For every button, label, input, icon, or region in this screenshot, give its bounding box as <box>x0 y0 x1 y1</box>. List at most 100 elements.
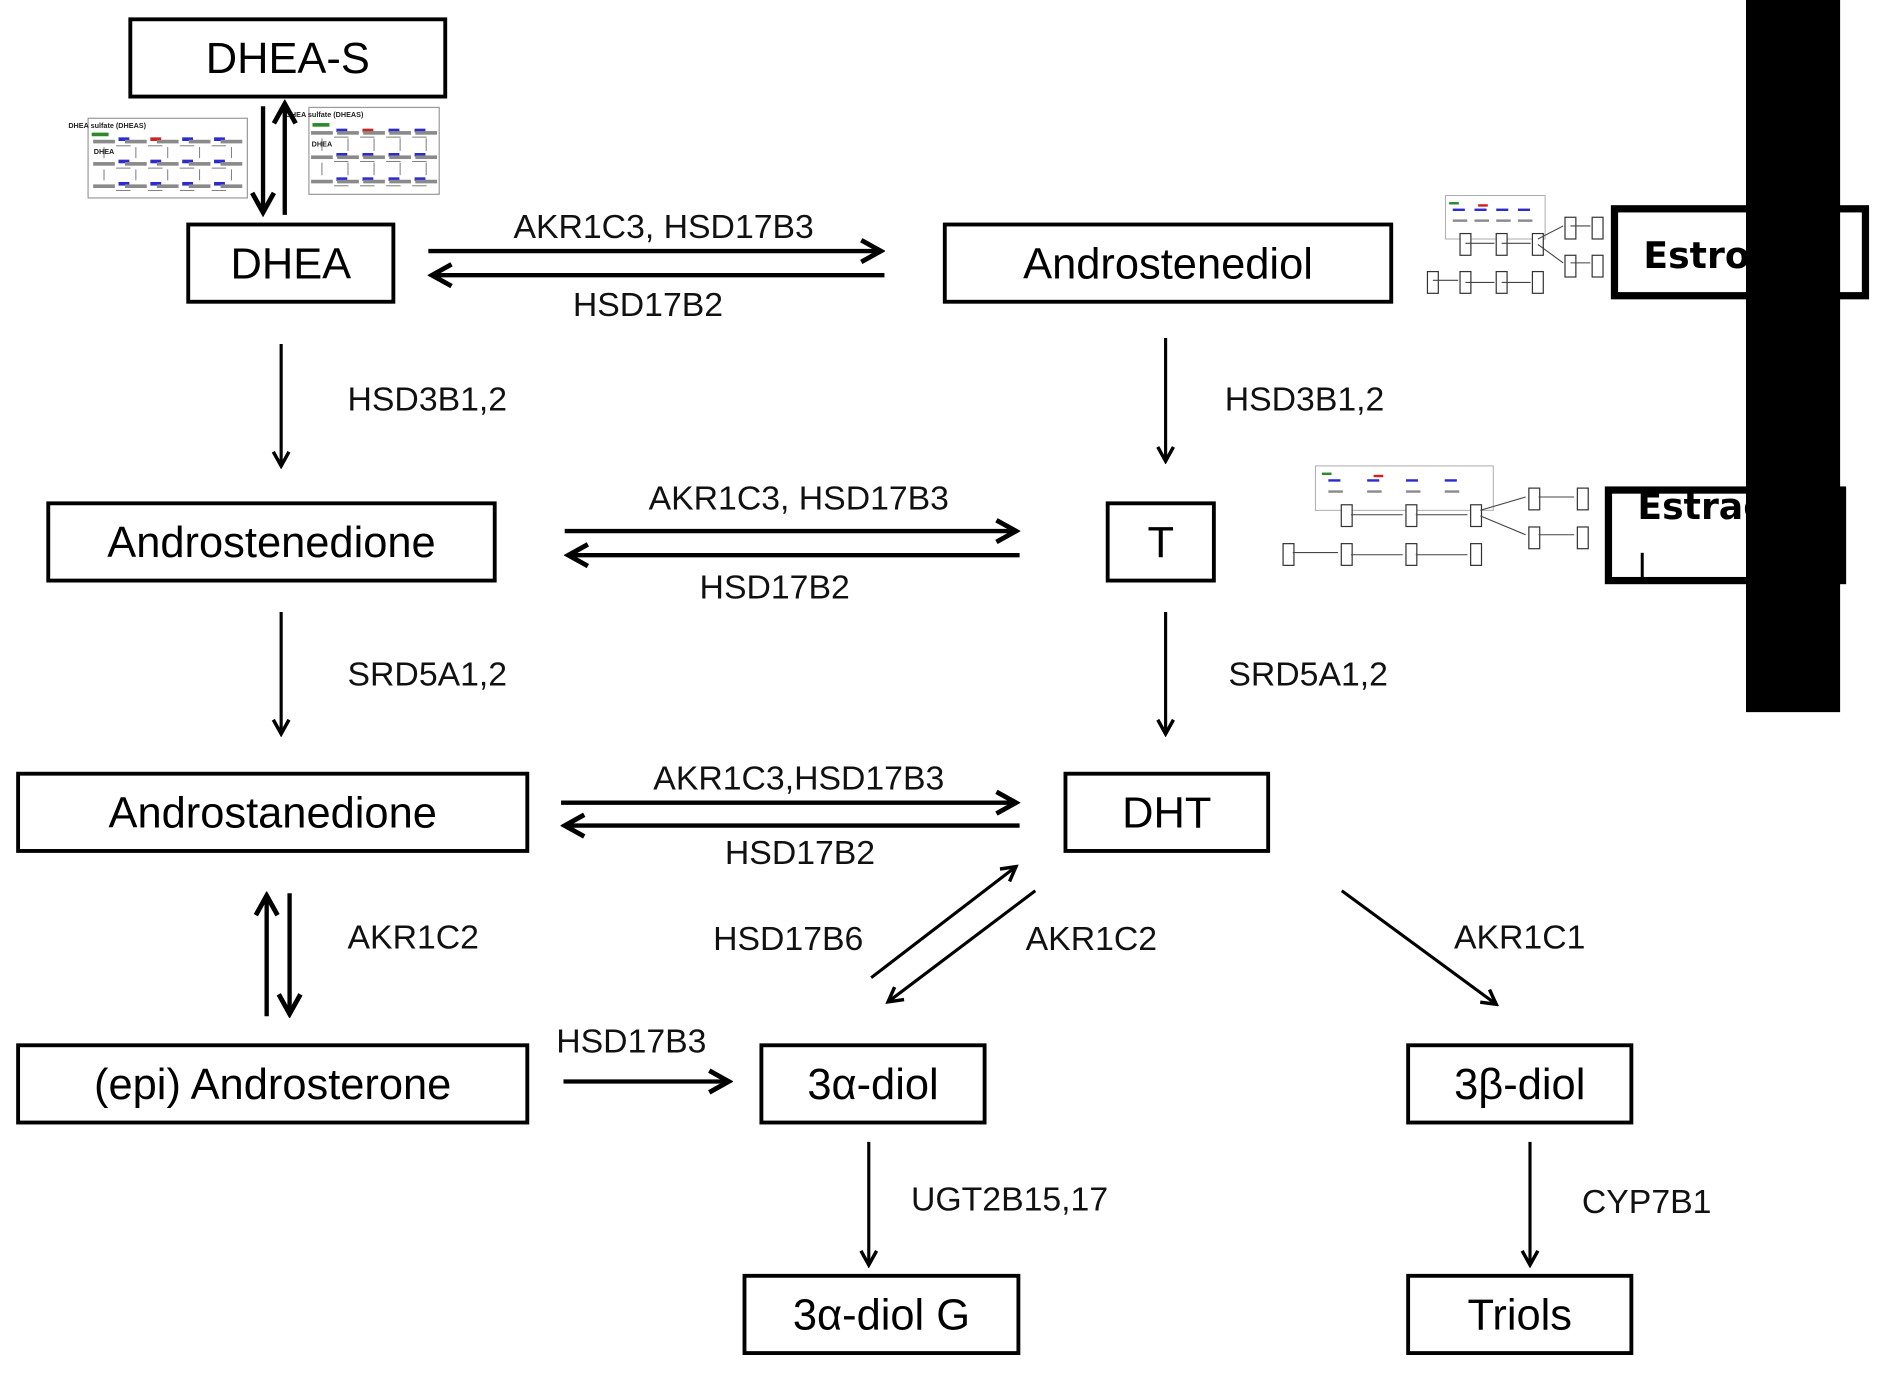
thumbnail-enzyme-bar <box>414 177 426 181</box>
thumbnail-enzyme-bar <box>150 137 162 141</box>
thumbnail-enzyme-bar <box>414 128 426 133</box>
node-diol3a: 3α-diol <box>759 1043 987 1125</box>
thumbnail-text-bar <box>1367 490 1382 493</box>
node-box <box>942 222 1394 304</box>
thumbnail-enzyme-bar <box>388 153 400 157</box>
thumbnail-text-bar <box>156 162 179 166</box>
thumbnail-enzyme-bar <box>182 181 194 186</box>
thumbnail-enzyme-bar <box>388 128 400 133</box>
node-epi-androsterone: (epi) Androsterone <box>16 1043 530 1125</box>
thumbnail-sulfo-bar <box>1449 202 1459 205</box>
node-box <box>186 222 396 304</box>
node-label: 3β-diol <box>1454 1061 1585 1109</box>
node-label: DHEA-S <box>206 35 370 83</box>
thumbnail-node-box <box>1576 526 1589 550</box>
enzyme-label-t-to-dht: SRD5A1,2 <box>1228 656 1388 694</box>
thumbnail-node-box <box>1576 487 1589 511</box>
thumbnail-node-box <box>1528 526 1541 550</box>
node-androstenediol: Androstenediol <box>942 222 1394 304</box>
enzyme-label-diol3a-to-glucuronide: UGT2B15,17 <box>911 1181 1108 1219</box>
thumbnail-pathway-left: DHEA sulfate (DHEAS)DHEA <box>68 117 248 199</box>
node-box <box>1105 501 1216 583</box>
node-diol3a-g: 3α-diol G <box>742 1273 1021 1355</box>
thumbnail-text-bar <box>311 179 333 184</box>
enzyme-label-androstanedione-androsterone: AKR1C2 <box>348 919 479 957</box>
thumbnail-cyp-bar <box>1373 474 1384 478</box>
node-dhea: DHEA <box>186 222 396 304</box>
thumbnail-enzyme-bar <box>1474 208 1487 211</box>
thumbnail-rotated-pathway-lower <box>1282 465 1589 566</box>
thumbnail-text-bar <box>415 179 438 184</box>
enzyme-label-androstenediol-to-t: HSD3B1,2 <box>1225 380 1385 418</box>
thumbnail-node-box <box>1495 232 1508 256</box>
thumbnail-text-bar <box>156 184 179 189</box>
thumbnail-text-bar <box>125 139 147 144</box>
thumbnail-pathway-right: DHEA sulfate (DHEAS)DHEA <box>286 106 440 195</box>
thumbnail-text-bar <box>1452 219 1468 222</box>
thumbnail-arrow <box>1480 515 1526 536</box>
node-box <box>16 1043 530 1125</box>
thumbnail-node-box <box>1340 543 1353 566</box>
thumbnail-node-box <box>1340 504 1353 528</box>
enzyme-label-androsterone-to-diol3a: HSD17B3 <box>556 1023 706 1061</box>
thumbnail-enzyme-bar <box>118 159 130 164</box>
thumbnail-header-frame <box>1445 195 1546 240</box>
thumbnail-node-box <box>1591 216 1604 240</box>
thumbnail-text-bar <box>125 184 147 189</box>
thumbnail-text-bar <box>1517 219 1533 222</box>
node-label: Androstenediol <box>1023 240 1313 288</box>
thumbnail-text-bar <box>93 139 115 144</box>
thumbnail-enzyme-bar <box>1452 208 1465 211</box>
thumbnail-enzyme-bar <box>150 181 162 186</box>
thumbnail-enzyme-bar <box>362 153 374 157</box>
node-dheas: DHEA-S <box>128 17 448 99</box>
node-triols: Triols <box>1406 1273 1634 1355</box>
thumbnail-text-bar <box>337 131 359 135</box>
thumbnail-text-bar <box>220 162 243 166</box>
thumbnail-sulfo-bar <box>312 123 330 127</box>
thumbnail-arrow <box>1537 225 1564 240</box>
enzyme-label-dhea-to-androstenedione: HSD3B1,2 <box>348 380 508 418</box>
thumbnail-enzyme-bar <box>362 128 374 133</box>
thumbnail-enzyme-bar <box>182 159 194 164</box>
thumbnail-node-box <box>1405 543 1418 566</box>
thumbnail-enzyme-bar <box>1405 479 1419 482</box>
thumbnail-enzyme-bar <box>1444 479 1457 482</box>
thumbnail-rotated-pathway-upper <box>1426 195 1604 294</box>
node-box <box>46 501 497 583</box>
thumbnail-enzyme-bar <box>388 177 400 181</box>
enzyme-label-dht-to-androstanedione: HSD17B2 <box>725 834 875 872</box>
node-label: 3α-diol G <box>793 1292 970 1340</box>
arrow-dht-to-diol3a <box>888 889 1037 1002</box>
arrow-layer <box>263 104 1530 1265</box>
thumbnail-node-box <box>1459 232 1472 256</box>
thumbnail-enzyme-bar <box>362 177 374 181</box>
node-label: Androstenedione <box>107 519 435 567</box>
thumbnail-text-bar <box>1405 490 1421 493</box>
thumbnail-node-box <box>1470 543 1483 566</box>
thumbnail-text-bar <box>1444 490 1460 493</box>
thumbnail-text-bar <box>220 184 243 189</box>
thumbnail-node-box <box>1564 216 1577 240</box>
thumbnail-title: DHEA sulfate (DHEAS) <box>68 121 146 130</box>
node-diol3b: 3β-diol <box>1406 1043 1634 1125</box>
thumbnail-enzyme-bar <box>336 177 348 181</box>
thumbnail-text-bar <box>125 162 147 166</box>
thumbnail-node-box <box>1405 504 1418 528</box>
thumbnail-enzyme-bar <box>336 153 348 157</box>
thumbnail-text-bar <box>415 155 438 160</box>
thumbnail-text-bar <box>389 179 411 184</box>
node-box <box>742 1273 1021 1355</box>
thumbnail-text-bar <box>188 184 211 189</box>
thumbnail-enzyme-bar <box>118 137 130 141</box>
thumbnail-text-bar <box>363 179 385 184</box>
thumbnail-text-bar <box>311 155 333 160</box>
enzyme-label-androstenedione-to-t: AKR1C3, HSD17B3 <box>649 479 949 517</box>
thumbnail-text-bar <box>389 155 411 160</box>
thumbnail-enzyme-bar <box>118 181 130 186</box>
node-label: Triols <box>1467 1292 1572 1340</box>
